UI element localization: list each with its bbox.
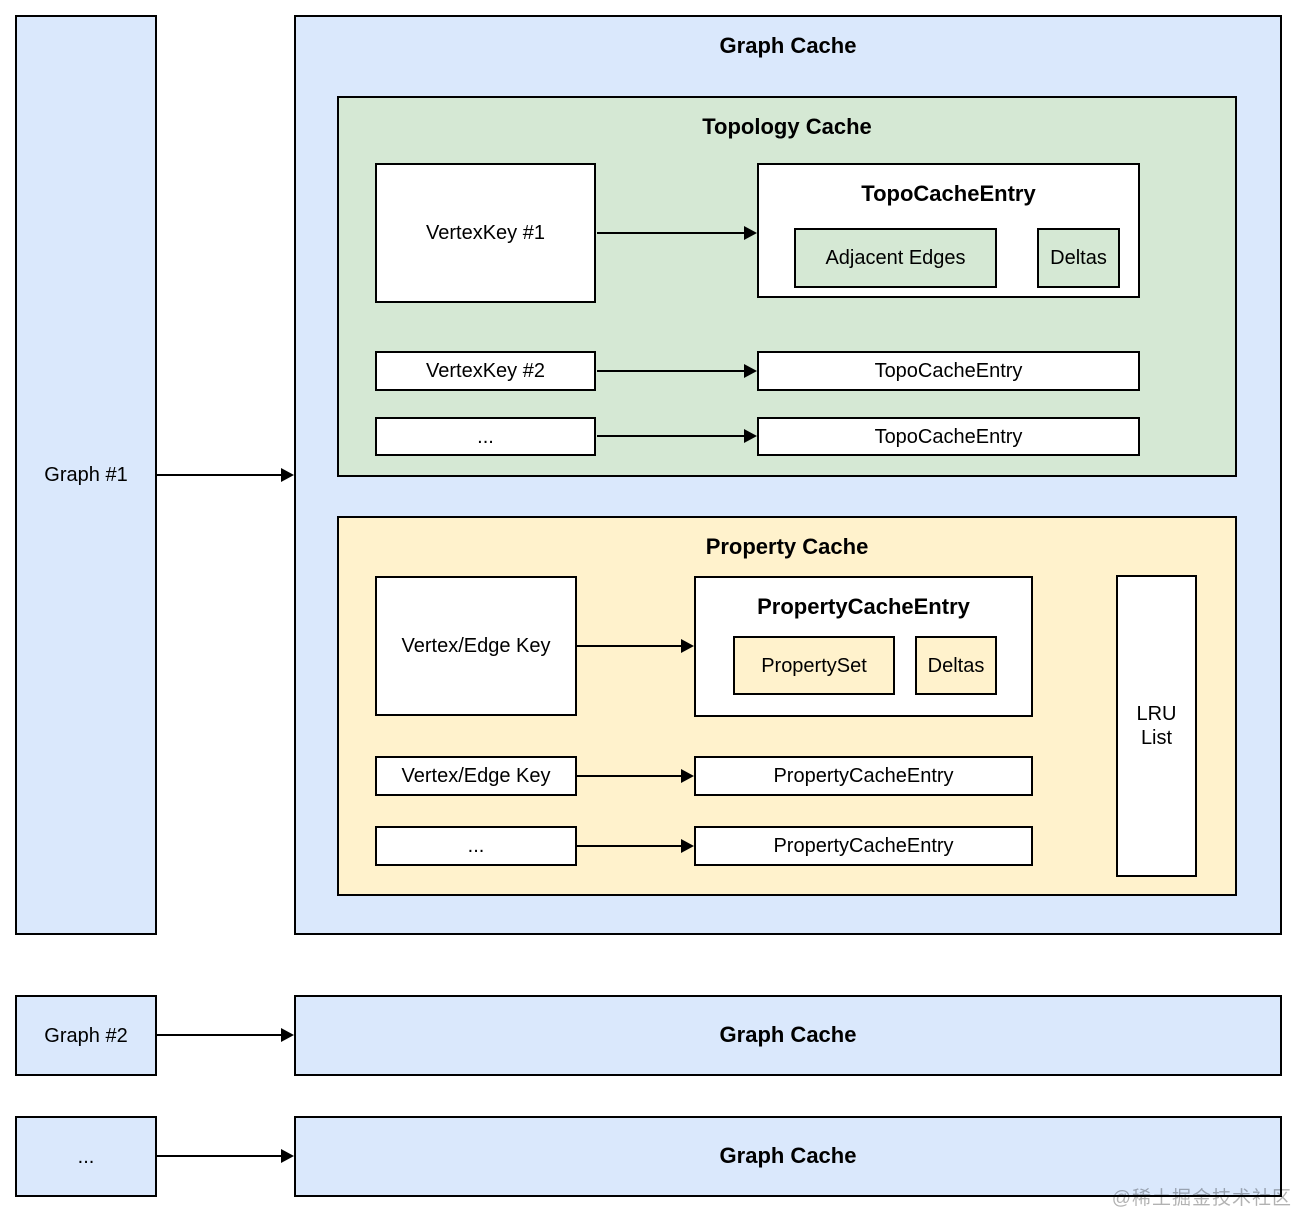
topocacheentry-detail-box: TopoCacheEntry Adjacent Edges Deltas <box>757 163 1140 298</box>
lru-list-label: LRU List <box>1136 703 1177 749</box>
topo-deltas-label: Deltas <box>1050 247 1107 269</box>
topocacheentry-detail-title: TopoCacheEntry <box>861 181 1036 206</box>
graph-cache-row2-box: Graph Cache <box>294 1116 1282 1197</box>
propertycacheentry-row2-box: PropertyCacheEntry <box>694 756 1033 796</box>
propertyset-label: PropertySet <box>761 654 867 677</box>
propertyset-box: PropertySet <box>733 636 895 695</box>
arrow-graph1-to-graph-cache <box>157 468 294 482</box>
graph-cache-row1-label: Graph Cache <box>719 1022 857 1048</box>
topocacheentry-row2-label: TopoCacheEntry <box>874 360 1023 382</box>
vertexkey2-label: VertexKey #2 <box>426 360 545 382</box>
arrow-vertexedgekey1-to-propertycacheentry <box>577 639 694 653</box>
arrow-ellipsis-to-propertycacheentry <box>577 839 694 853</box>
vertex-edge-key2-label: Vertex/Edge Key <box>401 765 551 787</box>
arrow-shaft <box>157 1155 283 1157</box>
arrow-shaft <box>577 845 683 847</box>
arrow-head <box>281 468 294 482</box>
topocacheentry-row2-box: TopoCacheEntry <box>757 351 1140 391</box>
arrow-shaft <box>157 1034 283 1036</box>
arrow-head <box>744 226 757 240</box>
arrow-vertexkey1-to-topocacheentry <box>597 226 757 240</box>
graph2-box: Graph #2 <box>15 995 157 1076</box>
arrow-shaft <box>597 435 746 437</box>
arrow-ellipsis-to-graph-cache <box>157 1149 294 1163</box>
arrow-shaft <box>597 370 746 372</box>
topo-deltas-box: Deltas <box>1037 228 1120 288</box>
graph-cache-title: Graph Cache <box>719 33 857 58</box>
watermark-text: @稀土掘金技术社区 <box>1111 1188 1292 1209</box>
adjacent-edges-box: Adjacent Edges <box>794 228 997 288</box>
topology-ellipsis-label: ... <box>477 425 494 448</box>
arrow-shaft <box>597 232 746 234</box>
vertex-edge-key2-box: Vertex/Edge Key <box>375 756 577 796</box>
property-deltas-label: Deltas <box>927 654 985 677</box>
property-ellipsis-box: ... <box>375 826 577 866</box>
graph1-box: Graph #1 <box>15 15 157 935</box>
arrow-shaft <box>577 645 683 647</box>
graph-cache-row2-label: Graph Cache <box>719 1143 857 1169</box>
graph-cache-row1-box: Graph Cache <box>294 995 1282 1076</box>
vertexkey1-label: VertexKey #1 <box>426 222 545 244</box>
arrow-shaft <box>157 474 283 476</box>
graph1-label: Graph #1 <box>44 464 128 486</box>
arrow-head <box>744 429 757 443</box>
arrow-head <box>281 1149 294 1163</box>
lru-list-box: LRU List <box>1116 575 1197 877</box>
arrow-head <box>744 364 757 378</box>
topocacheentry-row3-box: TopoCacheEntry <box>757 417 1140 456</box>
vertex-edge-key1-box: Vertex/Edge Key <box>375 576 577 716</box>
property-cache-title: Property Cache <box>705 534 869 559</box>
propertycacheentry-row3-label: PropertyCacheEntry <box>773 835 954 857</box>
propertycacheentry-row2-label: PropertyCacheEntry <box>773 765 954 787</box>
propertycacheentry-detail-title: PropertyCacheEntry <box>757 594 970 619</box>
topocacheentry-row3-label: TopoCacheEntry <box>874 425 1023 448</box>
graphs-ellipsis-label: ... <box>77 1145 95 1168</box>
arrow-head <box>681 769 694 783</box>
arrow-vertexkey2-to-topocacheentry <box>597 364 757 378</box>
arrow-shaft <box>577 775 683 777</box>
propertycacheentry-row3-box: PropertyCacheEntry <box>694 826 1033 866</box>
graphs-ellipsis-box: ... <box>15 1116 157 1197</box>
arrow-graph2-to-graph-cache <box>157 1028 294 1042</box>
arrow-head <box>681 839 694 853</box>
arrow-head <box>281 1028 294 1042</box>
vertex-edge-key1-label: Vertex/Edge Key <box>401 635 551 657</box>
arrow-ellipsis-to-topocacheentry <box>597 429 757 443</box>
topology-ellipsis-box: ... <box>375 417 596 456</box>
arrow-head <box>681 639 694 653</box>
property-deltas-box: Deltas <box>915 636 997 695</box>
property-ellipsis-label: ... <box>467 835 485 857</box>
vertexkey1-box: VertexKey #1 <box>375 163 596 303</box>
topology-cache-title: Topology Cache <box>702 114 872 139</box>
graph2-label: Graph #2 <box>44 1024 128 1047</box>
adjacent-edges-label: Adjacent Edges <box>825 247 966 269</box>
arrow-vertexedgekey2-to-propertycacheentry <box>577 769 694 783</box>
vertexkey2-box: VertexKey #2 <box>375 351 596 391</box>
propertycacheentry-detail-box: PropertyCacheEntry PropertySet Deltas <box>694 576 1033 717</box>
